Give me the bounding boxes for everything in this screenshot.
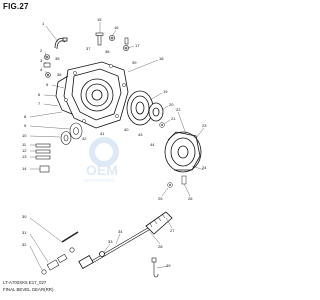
callout-15: 15 <box>97 17 102 22</box>
callout-14: 14 <box>22 166 27 171</box>
callout-29: 29 <box>166 263 171 268</box>
callout-40: 40 <box>124 127 129 132</box>
right-flange-cover <box>164 131 202 173</box>
callout-23: 23 <box>202 123 207 128</box>
left-bearing-stack <box>35 122 83 173</box>
breather-hose <box>54 37 68 50</box>
callout-41: 41 <box>100 131 105 136</box>
callout-numbers: 1 2 3 4 5 6 7 8 9 10 11 12 13 14 15 16 1… <box>22 17 207 268</box>
callout-25: 25 <box>158 196 163 201</box>
callout-6: 6 <box>38 92 41 97</box>
figure-title: FIG.27 <box>3 2 29 11</box>
callout-13: 13 <box>22 154 27 159</box>
callout-33: 33 <box>108 239 113 244</box>
callout-26: 26 <box>188 196 193 201</box>
ring-gear-cover <box>126 90 164 126</box>
callout-20: 20 <box>169 102 174 107</box>
watermark-brand: OEM <box>86 162 118 178</box>
callout-9: 9 <box>24 123 27 128</box>
callout-42: 42 <box>82 136 87 141</box>
callout-36: 36 <box>57 72 62 77</box>
oem-watermark: OEM MOTORPARTS <box>84 137 119 183</box>
exploded-parts-diagram: OEM MOTORPARTS <box>22 17 207 278</box>
watermark-tagline: MOTORPARTS <box>84 178 115 183</box>
callout-22: 22 <box>176 107 181 112</box>
callout-17: 17 <box>135 43 140 48</box>
callout-16: 16 <box>114 25 119 30</box>
model-code: LT-A700XK5 E17_027 <box>3 280 47 285</box>
callout-44: 44 <box>150 142 155 147</box>
callout-21: 21 <box>171 116 176 121</box>
callout-19: 19 <box>163 89 168 94</box>
callout-11: 11 <box>22 142 27 147</box>
callout-38: 38 <box>105 49 110 54</box>
callout-24: 24 <box>202 165 207 170</box>
callout-8: 8 <box>24 114 27 119</box>
callout-3: 3 <box>40 58 43 63</box>
callout-35: 35 <box>55 56 60 61</box>
long-bolt <box>151 257 159 278</box>
callout-27: 27 <box>170 228 175 233</box>
gear-case-housing <box>55 61 129 129</box>
callout-31: 31 <box>22 230 27 235</box>
top-bolt-set <box>95 32 129 51</box>
callout-18: 18 <box>159 56 164 61</box>
drive-shaft-assembly <box>78 211 173 270</box>
callout-28: 28 <box>158 244 163 249</box>
small-parts-left <box>43 54 51 78</box>
callout-37: 37 <box>86 46 91 51</box>
figure-caption: FINAL BEVEL GEAR(RR) <box>3 287 54 292</box>
callout-39: 39 <box>132 60 137 65</box>
leader-lines <box>29 22 205 271</box>
callout-1: 1 <box>42 21 45 26</box>
case-bolts <box>64 64 126 123</box>
callout-7: 7 <box>38 101 41 106</box>
callout-32: 32 <box>22 242 27 247</box>
callout-30: 30 <box>22 214 27 219</box>
callout-2: 2 <box>40 48 43 53</box>
pinion-parts <box>41 231 79 275</box>
callout-4: 4 <box>40 67 43 72</box>
callout-34: 34 <box>118 229 123 234</box>
callout-5: 5 <box>46 82 49 87</box>
callout-10: 10 <box>22 133 27 138</box>
callout-12: 12 <box>22 148 27 153</box>
callout-43: 43 <box>138 132 143 137</box>
